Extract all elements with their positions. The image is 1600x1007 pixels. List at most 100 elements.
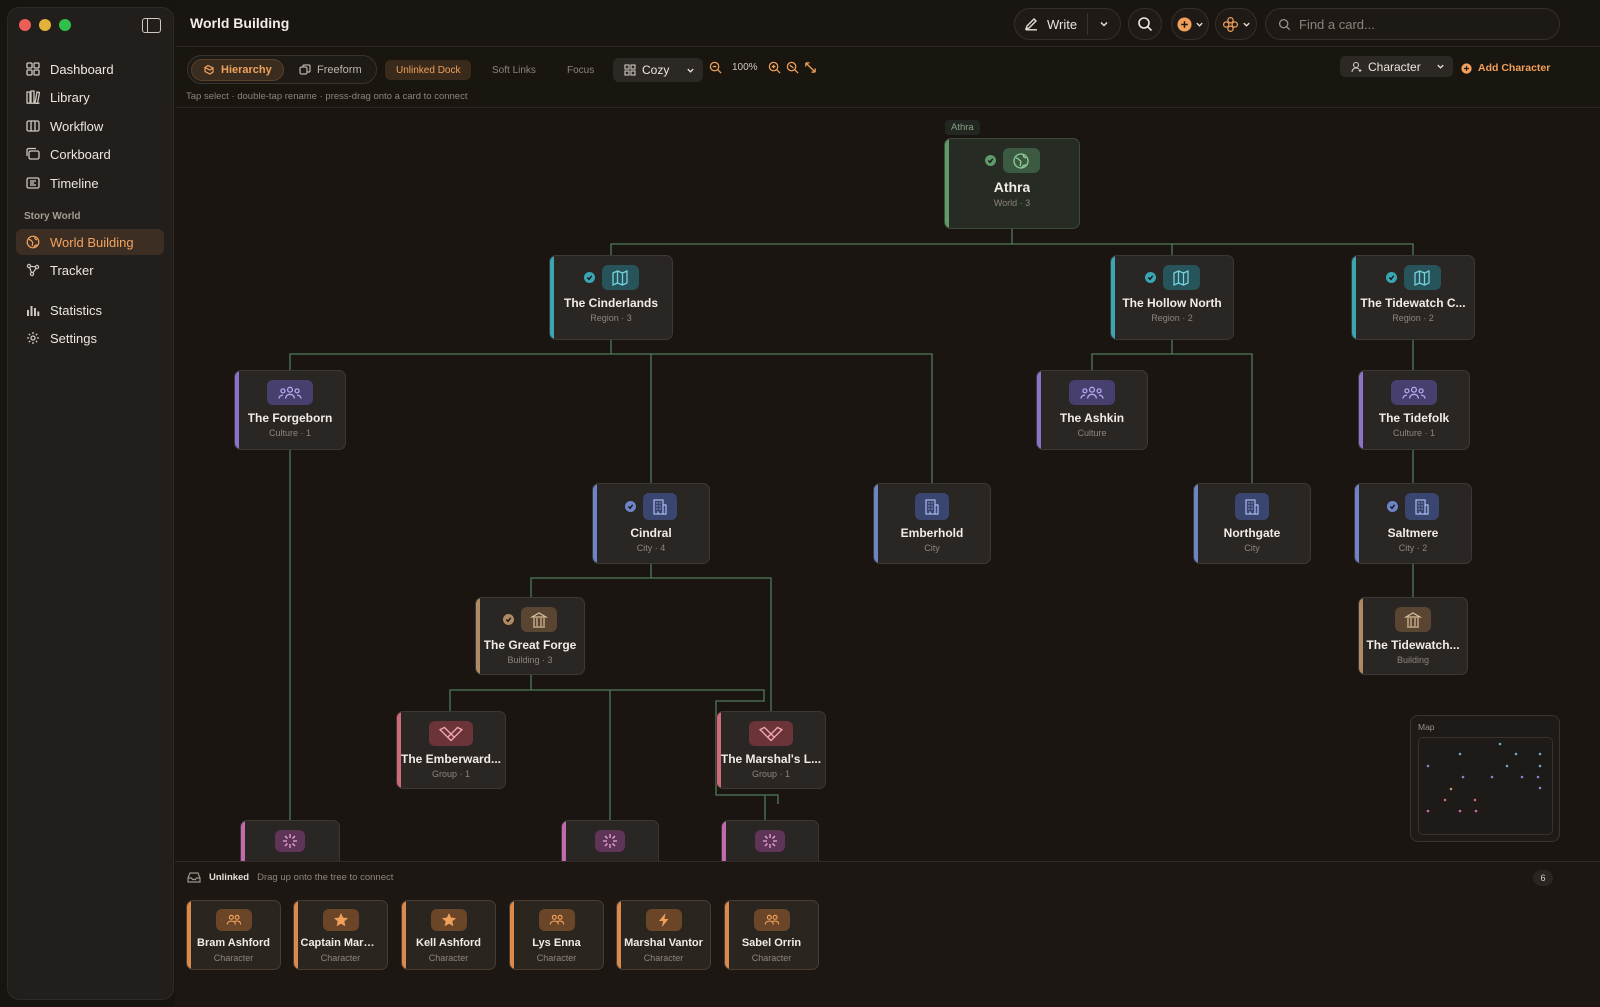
type-color-bar bbox=[1111, 256, 1115, 339]
minimap-viewport[interactable] bbox=[1418, 737, 1553, 835]
card-subtitle: Group · 1 bbox=[431, 769, 471, 779]
type-color-bar bbox=[945, 139, 949, 228]
sidebar: Dashboard Library Workflow Corkboard Tim… bbox=[7, 7, 174, 1000]
type-color-bar bbox=[1352, 256, 1356, 339]
card-the-tidewatch-building[interactable]: The Tidewatch... Building bbox=[1358, 597, 1468, 675]
dock-card-sabel-orrin[interactable]: Sabel Orrin Character bbox=[724, 900, 819, 970]
workflow-icon bbox=[26, 120, 40, 132]
dock-card-marshal-vantor[interactable]: Marshal Vantor Character bbox=[616, 900, 711, 970]
zoom-in-icon[interactable] bbox=[768, 61, 781, 74]
sidebar-item-workflow[interactable]: Workflow bbox=[16, 113, 164, 139]
soft-links-toggle[interactable]: Soft Links bbox=[492, 64, 536, 76]
type-color-bar bbox=[722, 821, 726, 861]
close-window-button[interactable] bbox=[19, 19, 31, 31]
card-event[interactable] bbox=[721, 820, 819, 861]
sidebar-toggle-icon[interactable] bbox=[142, 18, 161, 33]
card-name: The Hollow North bbox=[1122, 296, 1222, 310]
timeline-icon bbox=[26, 177, 40, 189]
card-emberhold[interactable]: Emberhold City bbox=[873, 483, 991, 564]
create-menu-button[interactable] bbox=[1171, 8, 1209, 40]
card-the-cinderlands[interactable]: The Cinderlands Region · 3 bbox=[549, 255, 673, 340]
expand-icon[interactable] bbox=[804, 61, 817, 74]
write-button[interactable]: Write bbox=[1014, 8, 1121, 40]
tab-freeform[interactable]: Freeform bbox=[288, 59, 373, 81]
card-the-emberward[interactable]: The Emberward... Group · 1 bbox=[396, 711, 506, 789]
tab-hierarchy[interactable]: Hierarchy bbox=[191, 59, 284, 81]
dock-card-bram-ashford[interactable]: Bram Ashford Character bbox=[186, 900, 281, 970]
card-type-label: Character bbox=[1368, 59, 1421, 74]
card-athra[interactable]: Athra World · 3 bbox=[944, 138, 1080, 229]
star-icon bbox=[322, 909, 359, 931]
sidebar-item-tracker[interactable]: Tracker bbox=[16, 257, 164, 283]
card-the-tidewatch-coast[interactable]: The Tidewatch C... Region · 2 bbox=[1351, 255, 1475, 340]
sidebar-item-library[interactable]: Library bbox=[16, 84, 164, 110]
dock-title: Unlinked bbox=[209, 872, 250, 883]
search-placeholder[interactable]: Find a card... bbox=[1299, 16, 1375, 32]
search-button[interactable] bbox=[1128, 8, 1162, 40]
dock-card-captain-maren[interactable]: Captain Maren... Character bbox=[293, 900, 388, 970]
card-event[interactable] bbox=[240, 820, 340, 861]
type-color-bar bbox=[1355, 484, 1359, 563]
people-icon bbox=[538, 909, 575, 931]
card-the-great-forge[interactable]: The Great Forge Building · 3 bbox=[475, 597, 585, 675]
card-the-marshals-league[interactable]: The Marshal's L... Group · 1 bbox=[716, 711, 826, 789]
minimap[interactable]: Map bbox=[1410, 715, 1560, 842]
card-subtitle: Character bbox=[213, 953, 254, 963]
sidebar-item-label: Statistics bbox=[50, 302, 103, 318]
sidebar-item-dashboard[interactable]: Dashboard bbox=[16, 56, 164, 82]
dock-card-kell-ashford[interactable]: Kell Ashford Character bbox=[401, 900, 496, 970]
card-name: Bram Ashford bbox=[197, 937, 270, 949]
card-subtitle: Character bbox=[751, 953, 792, 963]
card-type-select[interactable]: Character bbox=[1340, 56, 1453, 77]
sidebar-item-world-building[interactable]: World Building bbox=[16, 229, 164, 255]
focus-toggle[interactable]: Focus bbox=[567, 64, 595, 76]
sidebar-item-statistics[interactable]: Statistics bbox=[16, 297, 164, 323]
zoom-window-button[interactable] bbox=[59, 19, 71, 31]
card-name: The Ashkin bbox=[1059, 411, 1125, 425]
corkboard-icon bbox=[26, 147, 40, 160]
card-event[interactable] bbox=[561, 820, 659, 861]
card-name: Sabel Orrin bbox=[741, 937, 802, 949]
card-northgate[interactable]: Northgate City bbox=[1193, 483, 1311, 564]
map-icon bbox=[1403, 265, 1441, 290]
unlinked-dock-toggle[interactable]: Unlinked Dock bbox=[385, 60, 472, 80]
card-name: Lys Enna bbox=[532, 937, 581, 949]
sidebar-item-label: Timeline bbox=[50, 175, 99, 191]
sparkle-icon bbox=[755, 830, 785, 852]
check-icon bbox=[1387, 501, 1398, 512]
map-icon bbox=[601, 265, 639, 290]
unlinked-dock[interactable]: Unlinked Drag up onto the tree to connec… bbox=[175, 861, 1600, 1007]
minimize-window-button[interactable] bbox=[39, 19, 51, 31]
plugins-menu-button[interactable] bbox=[1215, 8, 1257, 40]
card-the-ashkin[interactable]: The Ashkin Culture bbox=[1036, 370, 1148, 450]
card-the-hollow-north[interactable]: The Hollow North Region · 2 bbox=[1110, 255, 1234, 340]
card-saltmere[interactable]: Saltmere City · 2 bbox=[1354, 483, 1472, 564]
card-the-forgeborn[interactable]: The Forgeborn Culture · 1 bbox=[234, 370, 346, 450]
chevron-down-icon[interactable] bbox=[1099, 19, 1109, 29]
sidebar-item-timeline[interactable]: Timeline bbox=[16, 170, 164, 196]
people-icon bbox=[1391, 380, 1437, 405]
card-subtitle: Character bbox=[643, 953, 684, 963]
card-subtitle: Region · 2 bbox=[1392, 313, 1434, 323]
card-subtitle: Culture bbox=[1077, 428, 1107, 438]
sidebar-item-label: World Building bbox=[50, 234, 134, 250]
zoom-out-icon[interactable] bbox=[709, 61, 722, 74]
dock-card-lys-enna[interactable]: Lys Enna Character bbox=[509, 900, 604, 970]
type-color-bar bbox=[397, 712, 401, 788]
card-cindral[interactable]: Cindral City · 4 bbox=[592, 483, 710, 564]
sparkle-icon bbox=[595, 830, 625, 852]
find-card-search[interactable]: Find a card... bbox=[1265, 8, 1560, 40]
sidebar-item-corkboard[interactable]: Corkboard bbox=[16, 141, 164, 167]
card-the-tidefolk[interactable]: The Tidefolk Culture · 1 bbox=[1358, 370, 1470, 450]
chevron-down-icon bbox=[687, 68, 694, 73]
hierarchy-canvas[interactable]: Athra Athra World · 3 The Cinderlands Re… bbox=[175, 109, 1600, 861]
sidebar-item-label: Tracker bbox=[50, 262, 94, 278]
minimap-label: Map bbox=[1418, 722, 1435, 732]
sidebar-item-settings[interactable]: Settings bbox=[16, 325, 164, 351]
pencil-icon bbox=[1024, 18, 1037, 31]
add-character-label: Add Character bbox=[1478, 62, 1551, 74]
add-character-button[interactable]: Add Character bbox=[1461, 62, 1550, 74]
bolt-icon bbox=[645, 909, 682, 931]
zoom-fit-icon[interactable] bbox=[786, 61, 799, 74]
density-select[interactable]: Cozy bbox=[613, 58, 703, 82]
